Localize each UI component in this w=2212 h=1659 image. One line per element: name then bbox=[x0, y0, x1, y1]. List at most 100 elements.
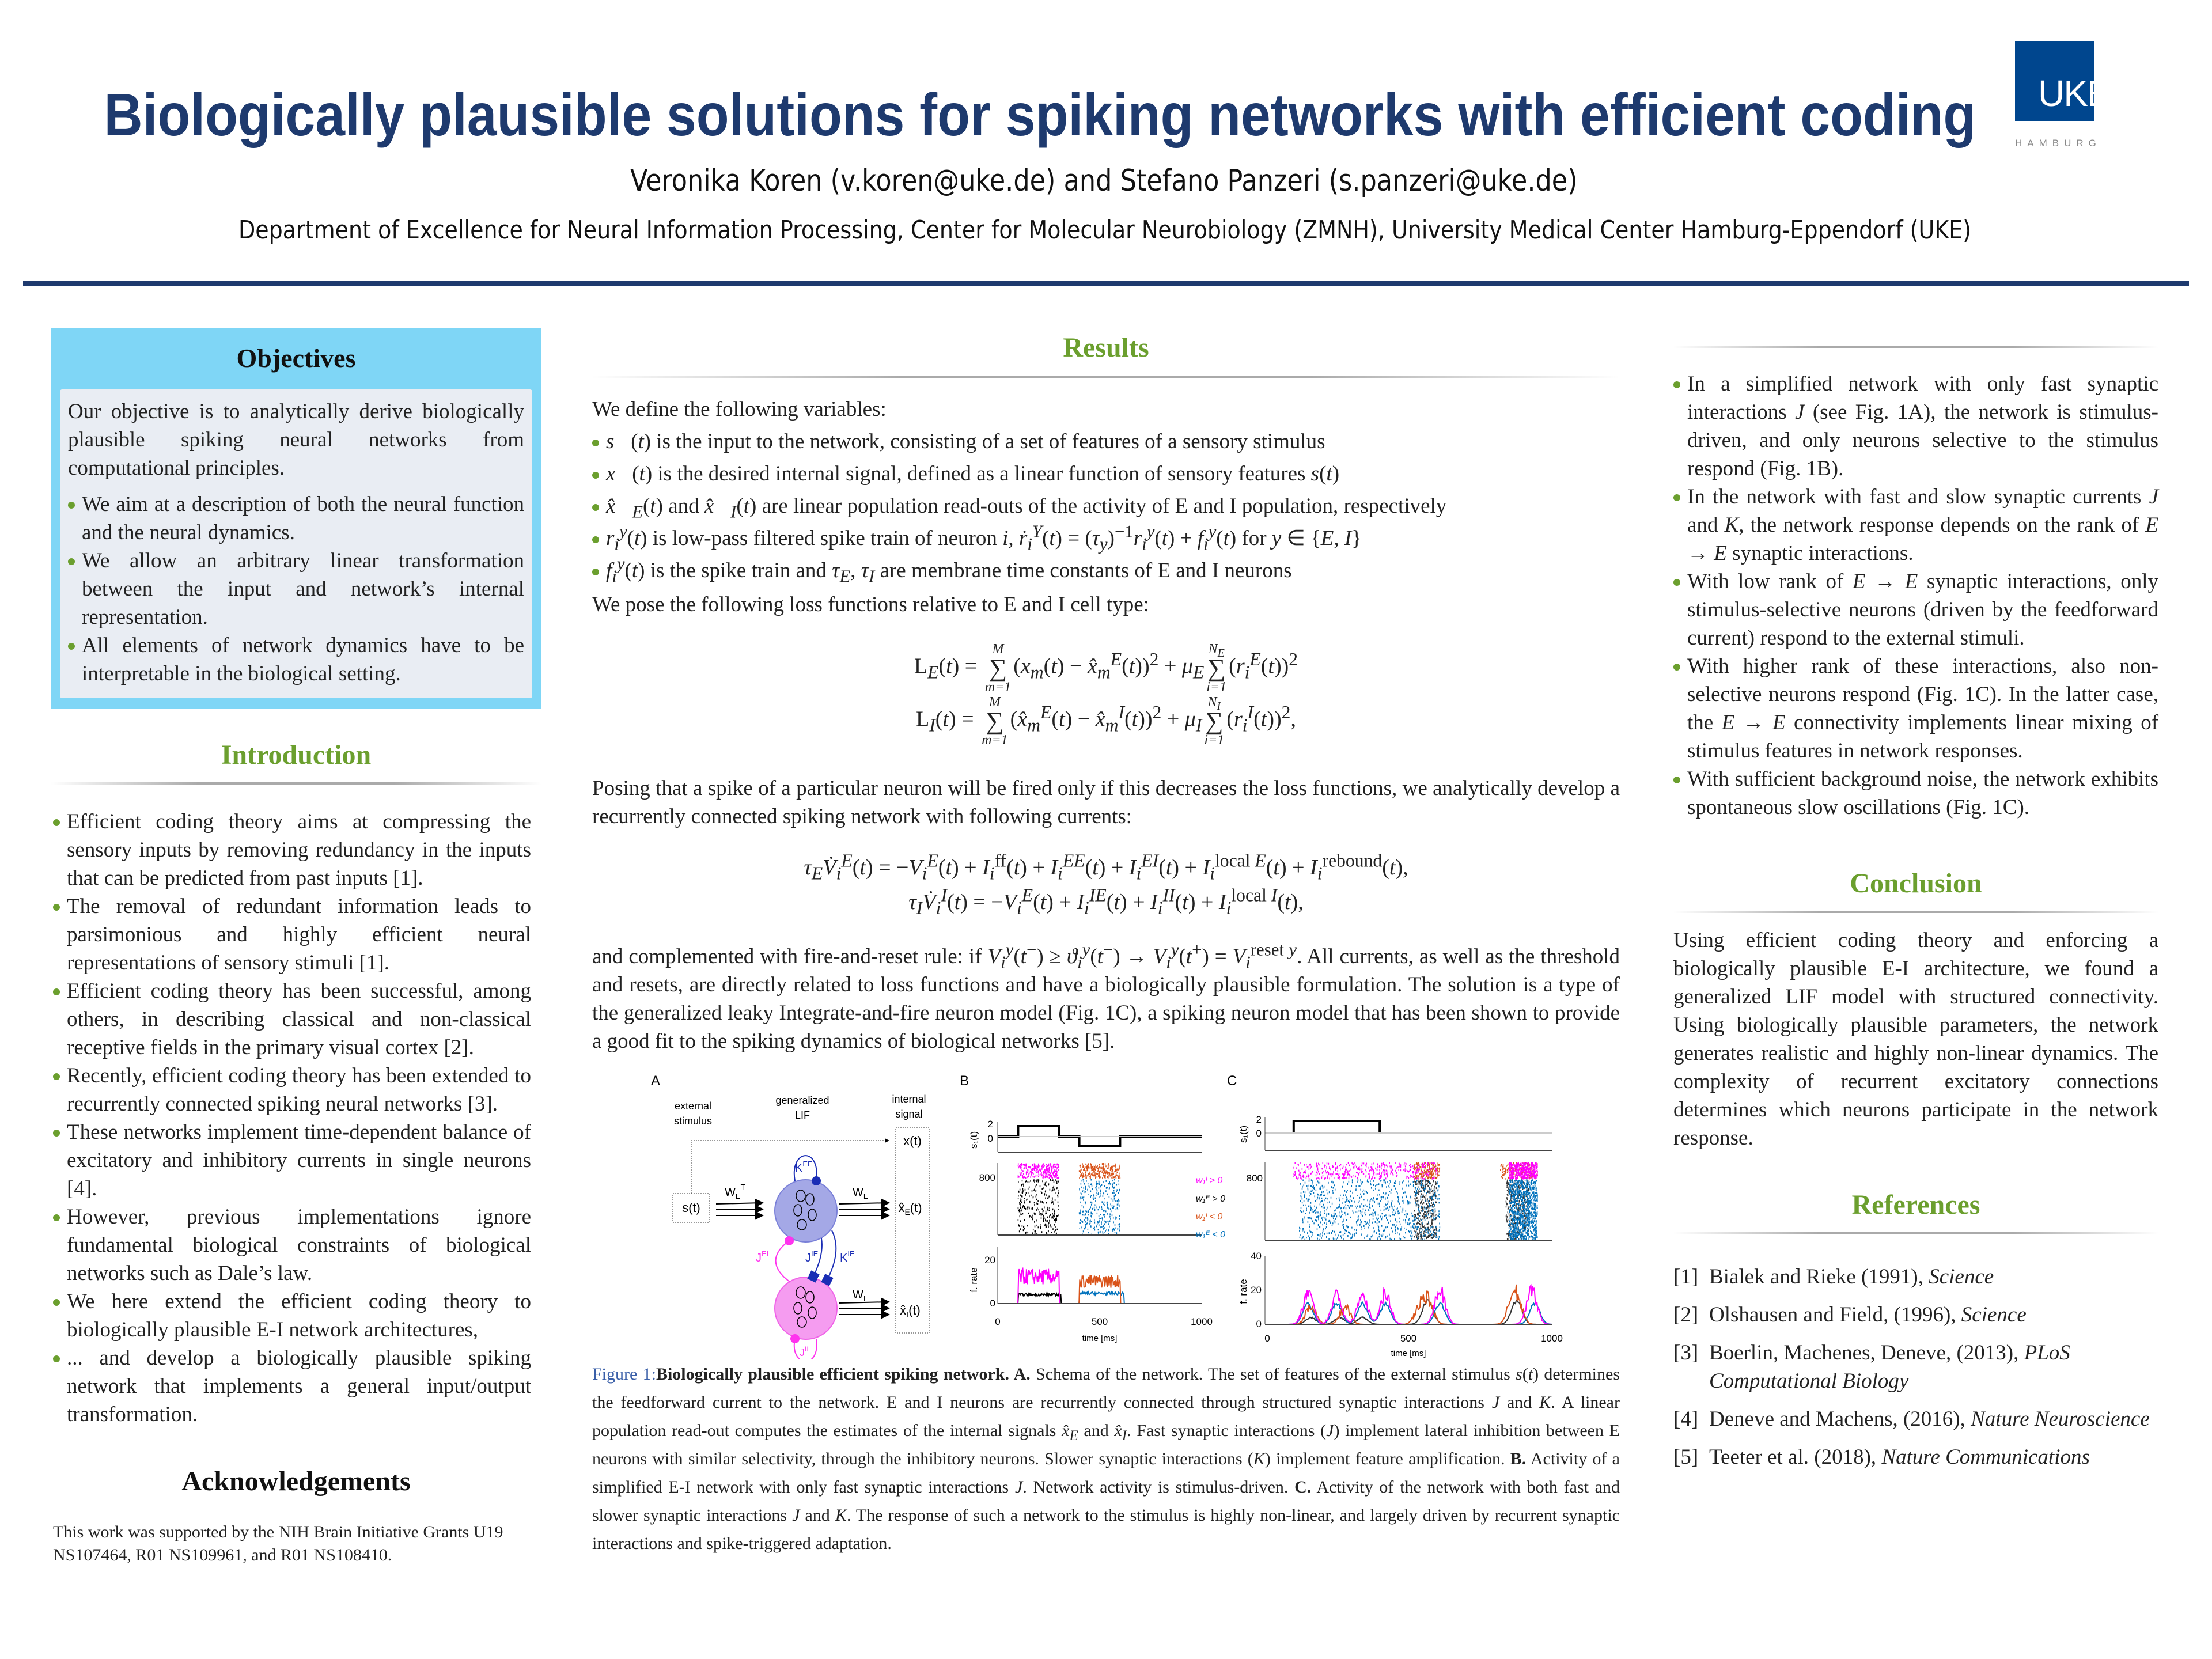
variable-item: riy(t) is low-pass filtered spike train … bbox=[592, 522, 1620, 555]
finding-item: In the network with fast and slow synapt… bbox=[1673, 483, 2158, 567]
conclusion-text: Using efficient coding theory and enforc… bbox=[1673, 929, 2158, 1150]
intro-item: The removal of redundant information lea… bbox=[53, 892, 531, 977]
signal-label: signal bbox=[895, 1108, 922, 1120]
figure-1: A external stimulus generalized LIF inte… bbox=[651, 1073, 1563, 1359]
raster-spikes bbox=[1293, 1162, 1538, 1180]
loss-intro: We pose the following loss functions rel… bbox=[592, 593, 1150, 616]
c-ytick: 800 bbox=[1247, 1173, 1263, 1184]
results-title: Results bbox=[1063, 332, 1149, 363]
figure-caption: Figure 1:Biologically plausible efficien… bbox=[592, 1360, 1620, 1558]
uke-logo: UKE HAMBURG bbox=[2015, 41, 2112, 157]
intro-item: Efficient coding theory has been success… bbox=[53, 977, 531, 1062]
current-equation-i: τIV̇iI(t) = −ViE(t) + IiIE(t) + IiII(t) … bbox=[908, 885, 1304, 918]
right-column: In a simplified network with only fast s… bbox=[1673, 346, 2158, 1481]
c-xlabel: time [ms] bbox=[1391, 1349, 1426, 1358]
xhat-i-symbol: x̂I(t) bbox=[900, 1303, 921, 1319]
reset-text: and complemented with fire-and-reset rul… bbox=[592, 940, 1620, 1053]
panel-a-label: A bbox=[651, 1073, 660, 1089]
raster-spikes bbox=[1017, 1179, 1059, 1236]
we-label: WE bbox=[853, 1186, 869, 1200]
finding-item: With sufficient background noise, the ne… bbox=[1673, 765, 2158, 821]
panel-b-label: B bbox=[960, 1073, 969, 1089]
introduction-title: Introduction bbox=[221, 740, 372, 770]
affiliation: Department of Excellence for Neural Info… bbox=[238, 215, 1972, 245]
b-ytick: 0 bbox=[988, 1133, 993, 1144]
middle-column: Results We define the following variable… bbox=[592, 332, 1620, 1558]
c-ytick: 20 bbox=[1251, 1285, 1262, 1296]
finding-item: In a simplified network with only fast s… bbox=[1673, 370, 2158, 483]
objective-item: We allow an arbitrary linear transformat… bbox=[68, 547, 524, 631]
intro-item: However, previous implementations ignore… bbox=[53, 1203, 531, 1287]
finding-item: With low rank of E → E synaptic interact… bbox=[1673, 567, 2158, 652]
poster-title: Biologically plausible solutions for spi… bbox=[103, 82, 1976, 149]
section-divider bbox=[1673, 1232, 2158, 1234]
c-ytick: 0 bbox=[1256, 1319, 1262, 1330]
feedforward-arrows bbox=[715, 1198, 890, 1319]
section-divider bbox=[1673, 911, 2158, 913]
internal-signal-box bbox=[895, 1127, 930, 1334]
figure-number: Figure 1: bbox=[592, 1365, 656, 1384]
legend-item: w₁ᴵ < 0 bbox=[1196, 1212, 1222, 1222]
objectives-title: Objectives bbox=[236, 343, 356, 373]
posing-text: Posing that a spike of a particular neur… bbox=[592, 777, 1620, 828]
variable-item: s⃗(t) is the input to the network, consi… bbox=[592, 426, 1620, 458]
raster-spikes bbox=[1017, 1163, 1059, 1179]
reference-item: [2]Olshausen and Field, (1996), Science bbox=[1673, 1303, 2027, 1327]
b-rate-ylabel: f. rate bbox=[968, 1267, 979, 1292]
current-equation-e: τEV̇iE(t) = −ViE(t) + Iiff(t) + IiEE(t) … bbox=[804, 850, 1408, 884]
header-divider bbox=[23, 281, 2189, 286]
c-xtick: 1000 bbox=[1541, 1333, 1563, 1344]
intro-item: ... and develop a biologically plausible… bbox=[53, 1344, 531, 1429]
internal-label: internal bbox=[892, 1093, 926, 1105]
b-ytick: 800 bbox=[979, 1172, 995, 1183]
reference-item: [4]Deneve and Machens, (2016), Nature Ne… bbox=[1673, 1407, 2150, 1431]
kee-label: KEE bbox=[795, 1160, 813, 1175]
jii-label: JII bbox=[800, 1345, 809, 1358]
reference-item: [5]Teeter et al. (2018), Nature Communic… bbox=[1673, 1445, 2090, 1469]
neuron-icons bbox=[793, 1190, 817, 1328]
external-label: external bbox=[675, 1100, 711, 1112]
jie-label: JIE bbox=[805, 1249, 819, 1264]
logo-mark: UKE bbox=[2038, 73, 2112, 114]
stimulus-label: stimulus bbox=[674, 1115, 712, 1127]
b-xtick: 1000 bbox=[1191, 1316, 1213, 1327]
c-ytick: 0 bbox=[1256, 1128, 1262, 1139]
rate-trace bbox=[1265, 1284, 1552, 1325]
logo-subtitle: HAMBURG bbox=[2015, 138, 2101, 149]
results-findings-list: In a simplified network with only fast s… bbox=[1673, 370, 2158, 821]
rate-trace bbox=[998, 1267, 1202, 1304]
section-divider bbox=[1673, 346, 2158, 348]
c-rate-ylabel: f. rate bbox=[1238, 1279, 1249, 1304]
intro-item: We here extend the efficient coding theo… bbox=[53, 1287, 531, 1344]
b-xtick: 500 bbox=[1092, 1316, 1108, 1327]
objectives-box: Objectives Our objective is to analytica… bbox=[51, 328, 541, 709]
generalized-label: generalized bbox=[775, 1094, 829, 1106]
x-symbol: x(t) bbox=[903, 1134, 922, 1148]
acknowledgements-title: Acknowledgements bbox=[181, 1466, 411, 1497]
legend-item: w₁ᴱ < 0 bbox=[1196, 1230, 1225, 1240]
intro-item: These networks implement time-dependent … bbox=[53, 1118, 531, 1203]
panel-a: A external stimulus generalized LIF inte… bbox=[651, 1073, 930, 1359]
raster-spikes bbox=[1078, 1163, 1121, 1179]
rate-trace bbox=[998, 1275, 1202, 1304]
raster-spikes bbox=[1078, 1179, 1120, 1236]
stimulus-symbol: s(t) bbox=[682, 1200, 700, 1215]
reference-item: [3]Boerlin, Machenes, Deneve, (2013), PL… bbox=[1673, 1341, 2070, 1393]
section-divider bbox=[51, 782, 541, 785]
finding-item: With higher rank of these interactions, … bbox=[1673, 652, 2158, 765]
xhat-e-symbol: x̂E(t) bbox=[898, 1200, 922, 1217]
jie-connection bbox=[807, 1238, 823, 1283]
inhibitory-population bbox=[774, 1277, 838, 1340]
objectives-intro: Our objective is to analytically derive … bbox=[68, 400, 524, 480]
objective-item: We aim at a description of both the neur… bbox=[68, 490, 524, 547]
lif-label: LIF bbox=[795, 1109, 810, 1121]
c-stimulus-ylabel: s₁(t) bbox=[1238, 1126, 1249, 1143]
b-stimulus-ylabel: s₁(t) bbox=[968, 1131, 979, 1149]
kie-label: KIE bbox=[840, 1249, 855, 1264]
left-column: Objectives Our objective is to analytica… bbox=[51, 328, 541, 1567]
we-transpose-label: WET bbox=[725, 1183, 745, 1200]
stimulus-trace bbox=[1265, 1120, 1552, 1134]
intro-item: Efficient coding theory aims at compress… bbox=[53, 808, 531, 892]
